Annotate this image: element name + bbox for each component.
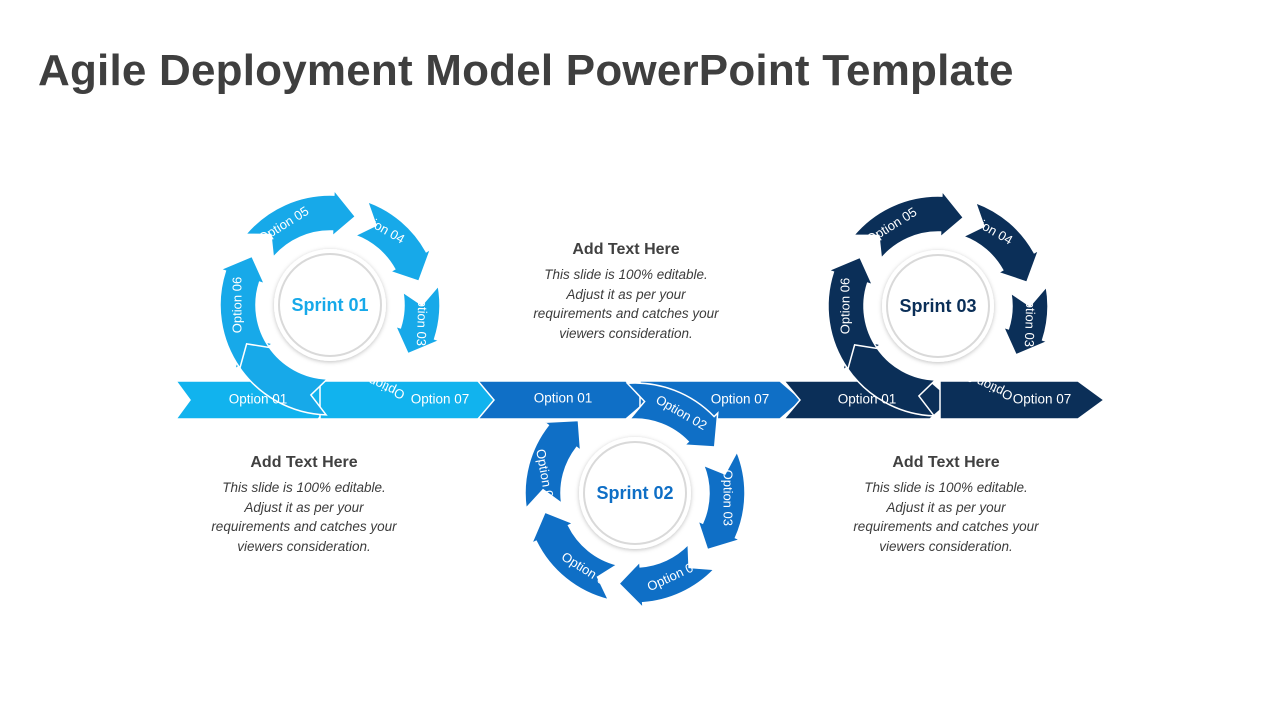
sprint3-option03-arrow: [1002, 285, 1050, 356]
sprint3-center-label: Sprint 03: [899, 296, 976, 316]
sprint1-option07-arrow: [319, 380, 500, 420]
sprint2-option03-arrow: [696, 450, 746, 551]
text-block-2: Add Text Here This slide is 100% editabl…: [506, 241, 746, 343]
text-block-heading: Add Text Here: [892, 454, 1000, 471]
sprint2-option01-label: Option 01: [534, 391, 593, 406]
sprint1-option05-arrow: [244, 188, 357, 260]
sprint1-option03-arrow: [394, 284, 442, 355]
sprint1-option06-label: Option 06: [229, 277, 244, 333]
sprint2-center-disc: [579, 437, 691, 549]
sprint1-center-disc: [274, 249, 386, 361]
sprint1-option06-arrow: [218, 255, 272, 370]
text-block-body: This slide is 100% editable. Adjust it a…: [533, 267, 719, 341]
sprint3-option06-arrow: [826, 256, 880, 371]
sprint2-option07-label: Option 07: [711, 392, 770, 407]
sprint1-option03-label: Option 03: [414, 289, 431, 346]
sprint3-option07-label: Option 07: [1013, 392, 1072, 407]
sprint2-option06-arrow: [524, 419, 582, 510]
sprint3-option07-arrow: [939, 380, 1106, 420]
sprint3-option03-label: Option 03: [1022, 290, 1039, 347]
sprint3-option05-arrow: [852, 189, 965, 261]
sprint2-option01-arrow: [476, 380, 650, 420]
sprint3-option06-label: Option 06: [837, 278, 852, 334]
page-title: Agile Deployment Model PowerPoint Templa…: [38, 46, 1014, 95]
sprint1-option07-label: Option 07: [411, 392, 470, 407]
text-block-1: Add Text Here This slide is 100% editabl…: [184, 454, 424, 556]
sprint1-option01-label: Option 01: [229, 392, 288, 407]
sprint3-option04-arrow: [961, 201, 1040, 284]
text-block-heading: Add Text Here: [572, 241, 680, 258]
sprint2-option04-arrow: [617, 542, 716, 610]
sprint2-option02-arrow: [625, 382, 719, 448]
text-block-body: This slide is 100% editable. Adjust it a…: [211, 480, 397, 554]
text-block-heading: Add Text Here: [250, 454, 358, 471]
sprint1-center-label: Sprint 01: [291, 295, 368, 315]
text-block-body: This slide is 100% editable. Adjust it a…: [853, 480, 1039, 554]
sprint3-option01-label: Option 01: [838, 392, 897, 407]
sprint3-center-disc: [882, 250, 994, 362]
sprint2-center-label: Sprint 02: [596, 483, 673, 503]
sprint1-option04-arrow: [353, 200, 432, 283]
text-block-3: Add Text Here This slide is 100% editabl…: [826, 454, 1066, 556]
sprint2-option05-arrow: [530, 511, 619, 601]
sprint2-option03-label: Option 03: [720, 470, 735, 526]
